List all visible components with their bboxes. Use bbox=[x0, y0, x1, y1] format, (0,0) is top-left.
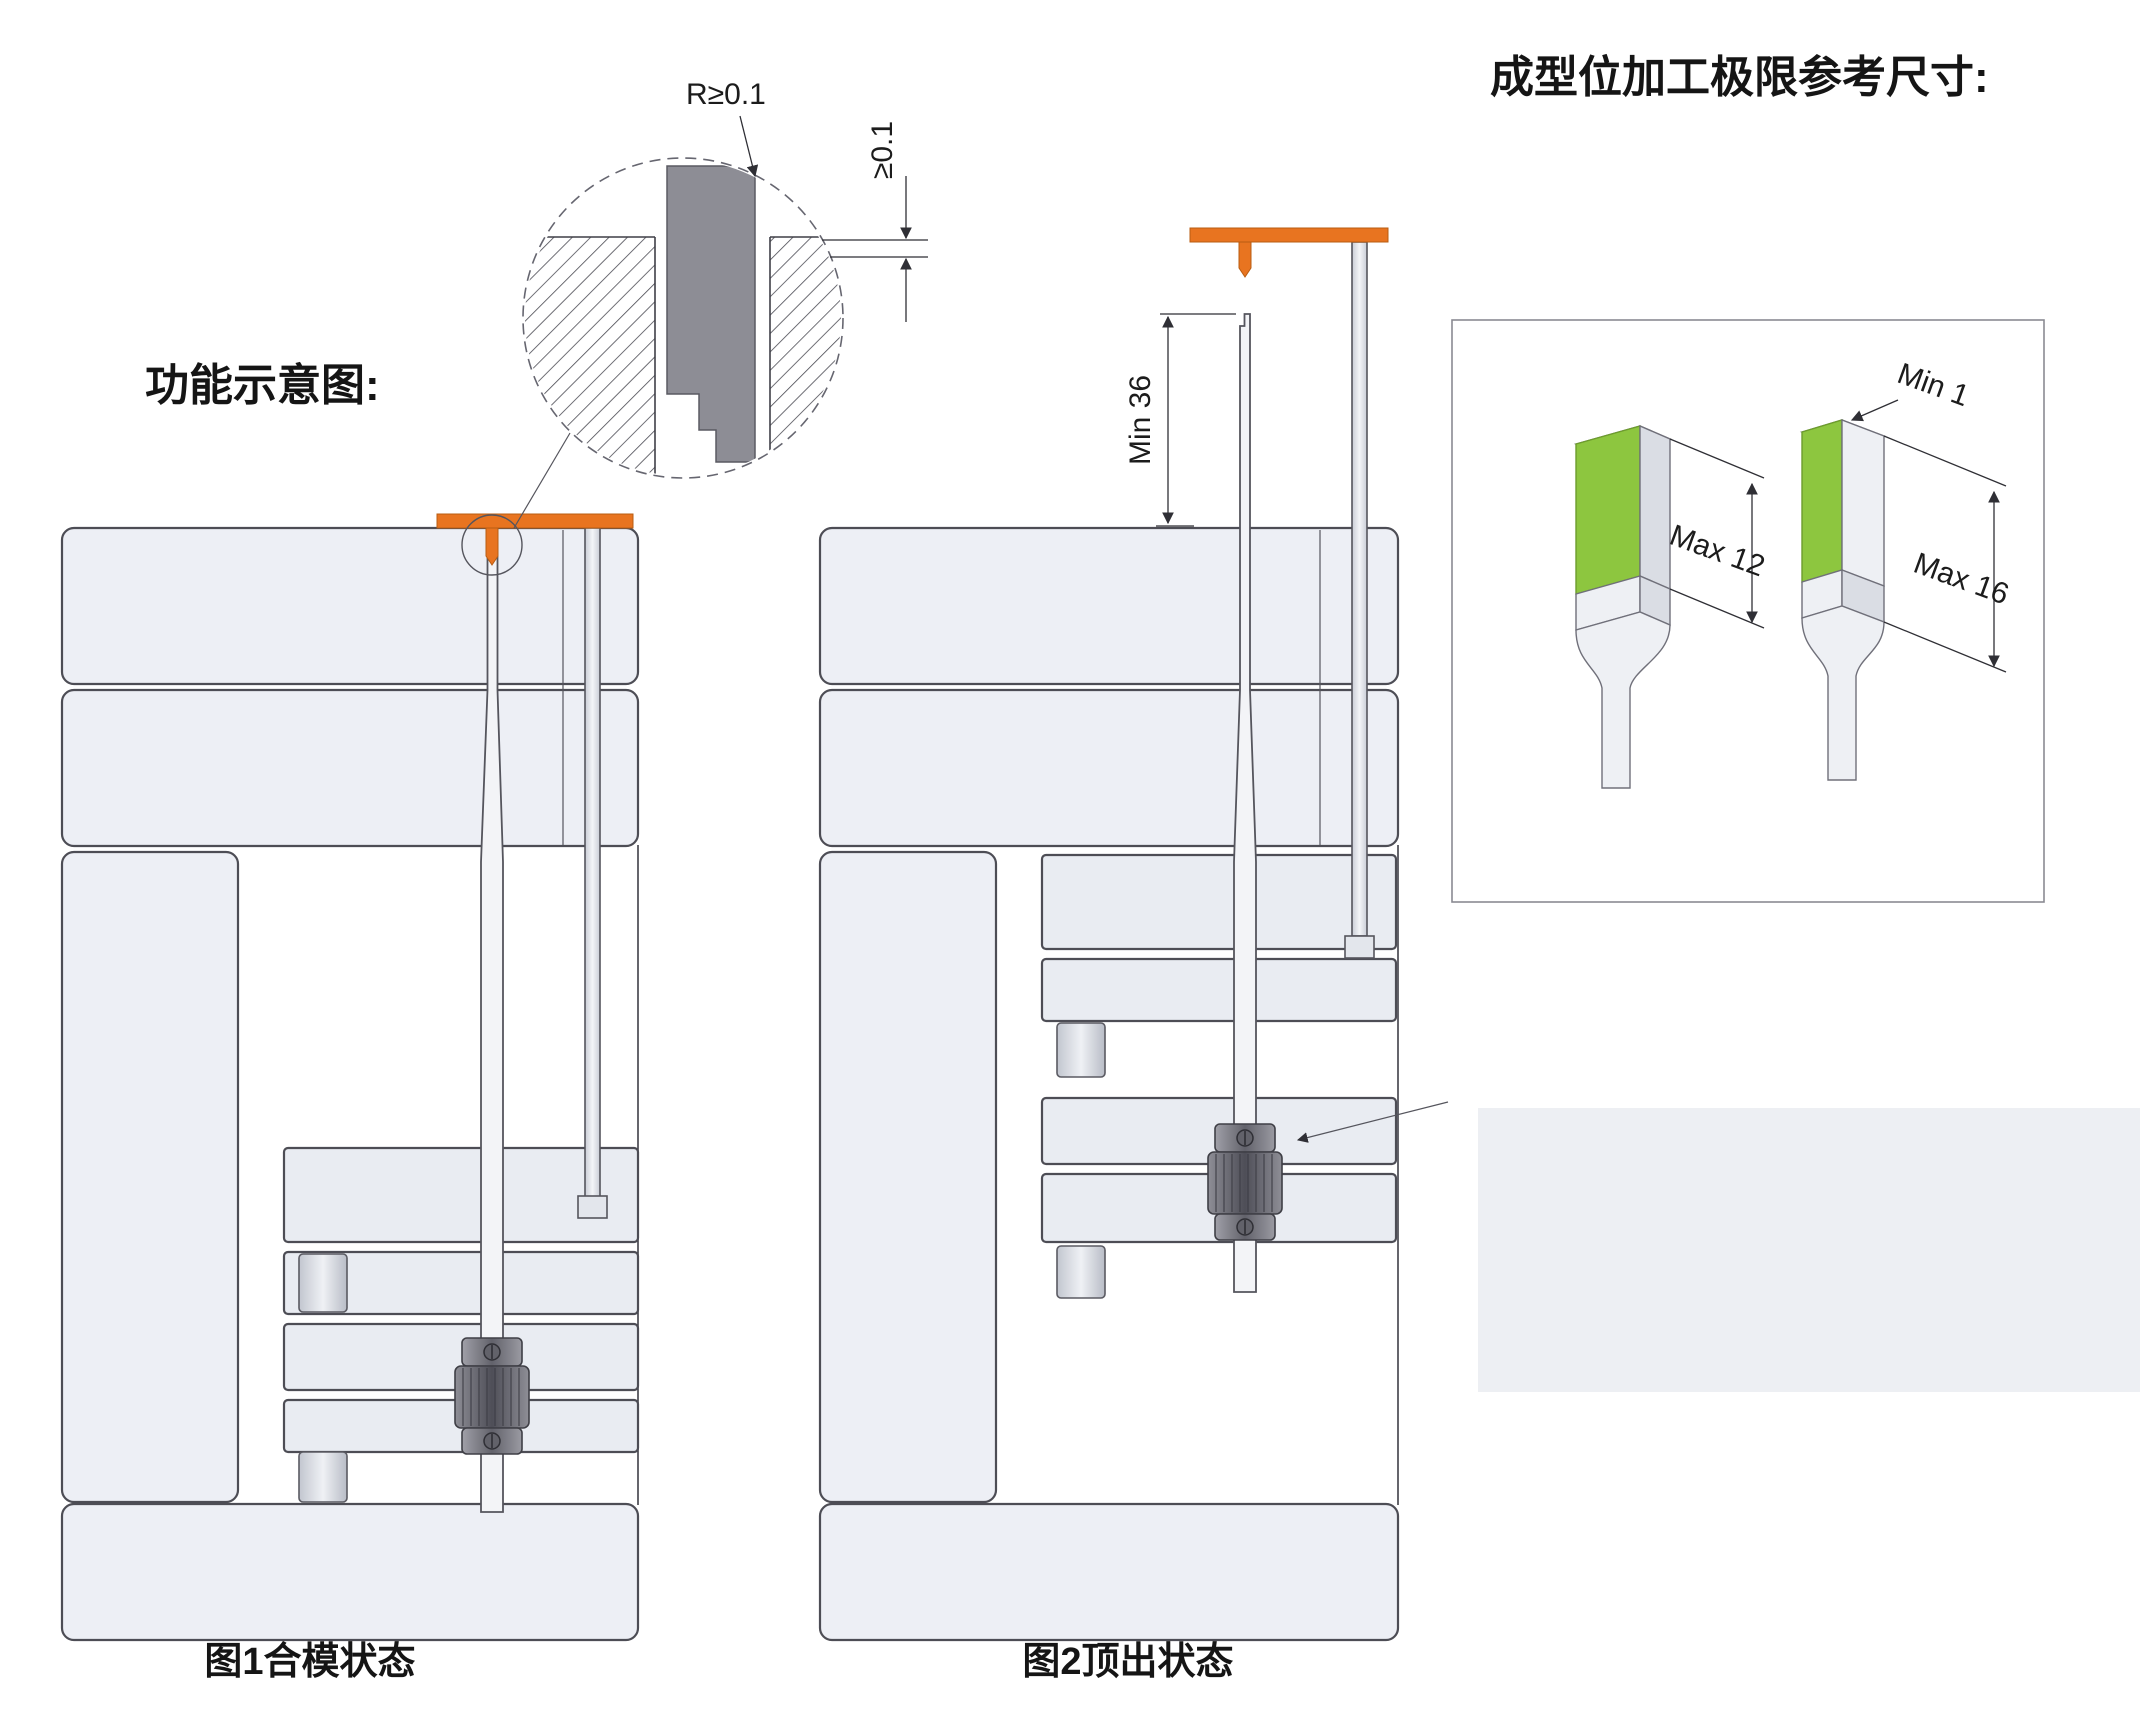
left-pin-side-face bbox=[1639, 424, 1671, 591]
fig1-knurl-texture bbox=[462, 1368, 520, 1426]
fig2-knurl-texture bbox=[1215, 1154, 1273, 1212]
detail-right-wall-hatch bbox=[770, 237, 841, 476]
fig2-dim-min36: Min 36 bbox=[1124, 313, 1236, 527]
right-pin-shaft bbox=[1801, 605, 1885, 781]
max12-ext-top bbox=[1669, 438, 1765, 479]
fig2-round-pin bbox=[1351, 241, 1368, 937]
right-pin-side-face bbox=[1841, 418, 1885, 588]
panel-left-pin: Max 12 bbox=[1573, 424, 1769, 789]
fig1-molded-part-stub bbox=[485, 527, 499, 566]
detail-pin-section bbox=[666, 165, 756, 463]
fig1-molded-part-bar bbox=[436, 513, 634, 529]
fig2-collar-leader bbox=[1296, 1101, 1449, 1143]
fig2-molded-part-stub bbox=[1238, 241, 1252, 278]
detail-clearance-label: ≥0.1 bbox=[866, 121, 899, 179]
fig2-support-pin-lower bbox=[1056, 1245, 1106, 1299]
fig1-collar-knurl bbox=[454, 1365, 530, 1429]
fig1-callout-circle bbox=[461, 514, 523, 576]
detail-clearance-dim: ≥0.1 bbox=[822, 121, 928, 322]
fig1-callout-leader bbox=[513, 432, 571, 529]
fig2-blade-ejector-pin bbox=[1233, 313, 1257, 1293]
detail-radius-label: R≥0.1 bbox=[686, 78, 766, 111]
detail-callout: R≥0.1 ≥0.1 bbox=[522, 78, 928, 479]
reference-panel: Max 12 Min 1 Max 16 bbox=[1451, 319, 2045, 903]
fig1-bottom-plate bbox=[60, 1502, 640, 1642]
fig2-molded-part-bar bbox=[1189, 227, 1389, 243]
fig2-ejector-plate-1 bbox=[1040, 853, 1398, 951]
fig1-round-pin-foot bbox=[577, 1195, 608, 1219]
fig1-support-pin-upper bbox=[298, 1253, 348, 1313]
max16-ext-bottom bbox=[1883, 621, 2007, 673]
fig1-blade-ejector-pin bbox=[480, 527, 504, 1513]
max16-ext-top bbox=[1883, 435, 2007, 487]
figure2-ejected-mold: Min 36 图2顶出状态 bbox=[818, 227, 1449, 1683]
fig1-support-rail bbox=[60, 850, 240, 1504]
right-pin-forming-face bbox=[1801, 419, 1843, 583]
left-pin-forming-face bbox=[1575, 425, 1641, 595]
detail-radius-leader bbox=[739, 115, 759, 178]
fig1-support-pin-lower bbox=[298, 1451, 348, 1503]
min1-leader bbox=[1850, 399, 1899, 422]
fig1-cavity-plate bbox=[60, 688, 640, 848]
fig2-support-pin-upper bbox=[1056, 1022, 1106, 1078]
background-faint-block bbox=[1478, 1108, 2140, 1392]
fig2-top-plate bbox=[818, 526, 1400, 686]
fig2-adjusting-collar bbox=[1207, 1123, 1283, 1241]
fig2-dim-min36-label: Min 36 bbox=[1124, 375, 1157, 465]
fig2-round-pin-foot bbox=[1344, 935, 1375, 959]
detail-left-wall-hatch bbox=[525, 237, 655, 476]
fig2-bottom-plate bbox=[818, 1502, 1400, 1642]
detail-circle-contents bbox=[525, 165, 841, 476]
function-diagram-label: 功能示意图: bbox=[145, 361, 380, 410]
fig1-adjusting-collar bbox=[454, 1337, 530, 1455]
fig1-top-plate bbox=[60, 526, 640, 686]
fig2-support-rail bbox=[818, 850, 998, 1504]
page-title: 成型位加工极限参考尺寸: bbox=[1490, 53, 1989, 102]
left-pin-shaft bbox=[1575, 611, 1671, 789]
fig1-ejector-plate-2 bbox=[282, 1250, 640, 1316]
fig2-caption: 图2顶出状态 bbox=[1022, 1641, 1233, 1683]
figure1-closed-mold: 图1合模状态 bbox=[60, 432, 640, 1683]
fig1-round-pin bbox=[584, 527, 601, 1199]
fig2-cavity-plate bbox=[818, 688, 1400, 848]
fig2-collar-knurl bbox=[1207, 1151, 1283, 1215]
fig1-ejector-plate-1 bbox=[282, 1146, 640, 1244]
fig1-caption: 图1合模状态 bbox=[204, 1641, 415, 1683]
fig2-ejector-plate-2 bbox=[1040, 957, 1398, 1023]
